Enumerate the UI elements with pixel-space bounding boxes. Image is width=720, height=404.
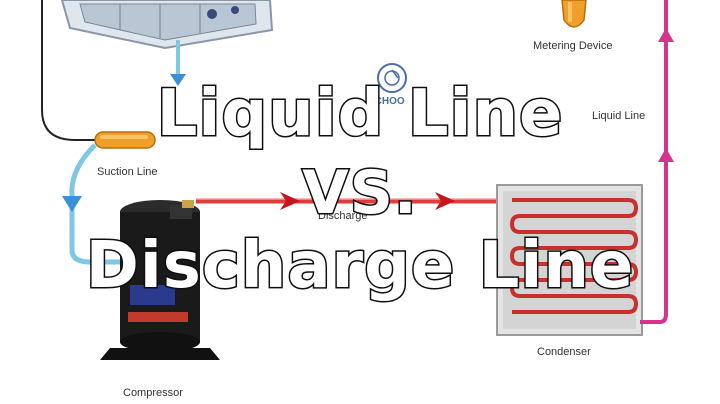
liquid-arrow-lower	[658, 148, 674, 162]
accumulator	[94, 131, 156, 149]
school-logo	[377, 63, 407, 93]
overlay-title-line3: Discharge Line	[84, 228, 635, 305]
compressor	[100, 200, 220, 360]
label-liquid-line: Liquid Line	[592, 110, 646, 122]
label-discharge: Discharge	[318, 210, 368, 222]
suction-return-line	[41, 0, 98, 141]
liquid-arrow-upper	[658, 28, 674, 42]
metering-device	[561, 0, 587, 28]
suction-arrow-lower	[62, 196, 82, 212]
label-metering-device: Metering Device	[533, 40, 613, 52]
evaporator	[60, 0, 274, 50]
liquid-pipe	[640, 0, 668, 324]
label-suction-line: Suction Line	[97, 166, 158, 178]
suction-arrow-upper	[170, 74, 186, 86]
label-condenser: Condenser	[537, 346, 591, 358]
logo-text: SCHOO	[368, 96, 405, 107]
overlay-title-line2: VS.	[301, 157, 418, 230]
discharge-arrow-1	[280, 192, 300, 210]
suction-pipe-lower	[69, 143, 120, 265]
discharge-arrow-2	[435, 192, 455, 210]
overlay-title-line1: Liquid Line	[155, 76, 564, 153]
condenser	[496, 184, 643, 336]
label-compressor: Compressor	[123, 387, 183, 399]
